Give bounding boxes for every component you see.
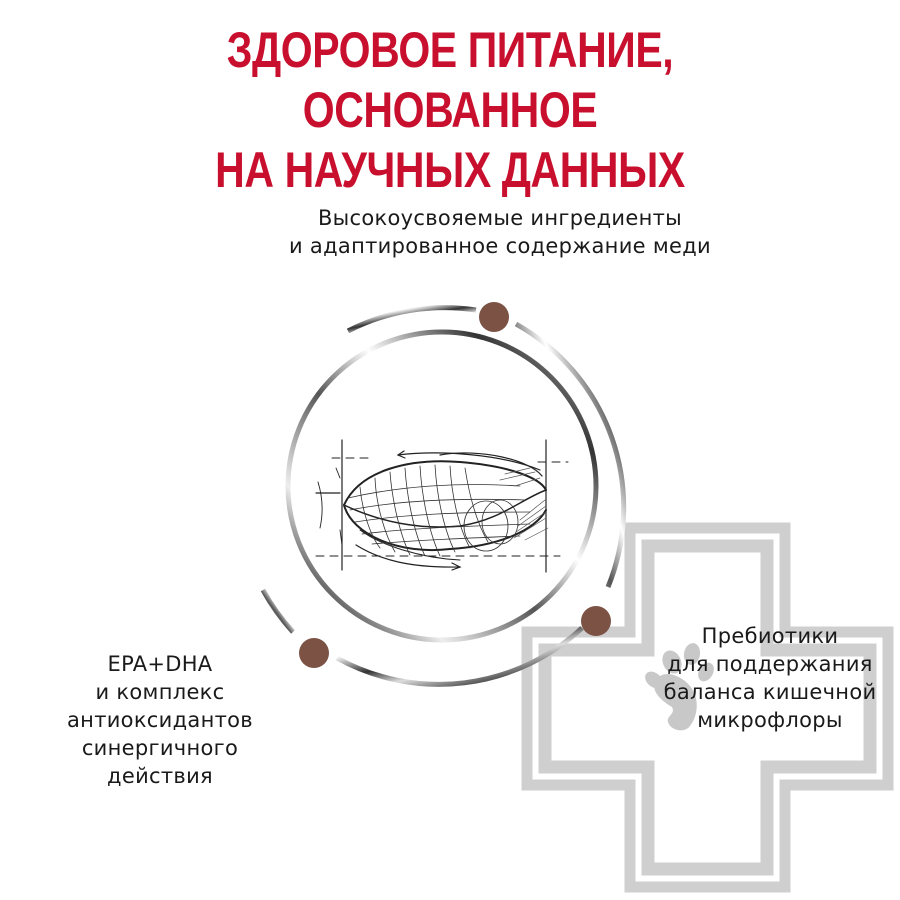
page-title: ЗДОРОВОЕ ПИТАНИЕ, ОСНОВАННОЕ НА НАУЧНЫХ …	[81, 20, 819, 200]
feature-line: микрофлоры	[697, 708, 843, 732]
feature-prebiotics: Пребиотики для поддержания баланса кишеч…	[640, 622, 900, 734]
feature-line: Высокоусвояемые ингредиенты	[317, 206, 683, 230]
feature-antioxidants: EPA+DHA и комплекс антиоксидантов синерг…	[40, 650, 280, 790]
feature-line: антиоксидантов	[67, 708, 253, 732]
feature-line: для поддержания	[667, 652, 873, 676]
title-line-2: НА НАУЧНЫХ ДАННЫХ	[215, 142, 685, 198]
paw-print-icon	[645, 643, 714, 731]
feature-line: EPA+DHA	[107, 652, 213, 676]
feature-line: Пребиотики	[701, 624, 839, 648]
feature-line: баланса кишечной	[663, 680, 877, 704]
marker-top	[479, 302, 509, 332]
title-line-1: ЗДОРОВОЕ ПИТАНИЕ, ОСНОВАННОЕ	[226, 22, 674, 138]
kibble-sketch-icon	[315, 439, 569, 573]
feature-line: и адаптированное содержание меди	[289, 234, 711, 258]
outer-orbit-ring	[260, 305, 627, 687]
feature-line: и комплекс	[95, 680, 225, 704]
feature-digestibility: Высокоусвояемые ингредиенты и адаптирова…	[240, 204, 760, 260]
marker-left	[299, 638, 329, 668]
inner-ring	[285, 329, 599, 643]
feature-line: действия	[107, 764, 213, 788]
medical-cross-icon	[521, 522, 894, 893]
marker-right	[581, 606, 611, 636]
feature-line: синергичного	[81, 736, 239, 760]
